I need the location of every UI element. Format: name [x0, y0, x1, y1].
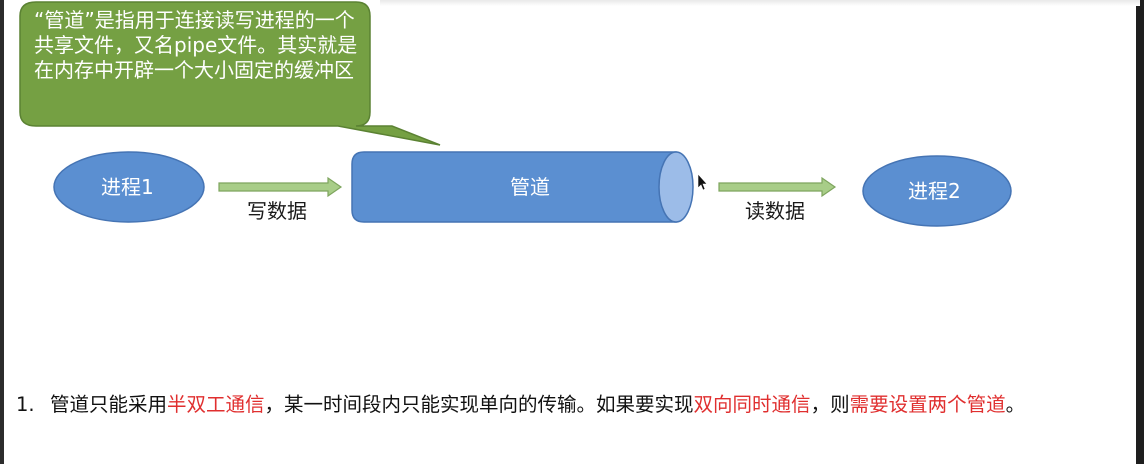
pipe-body — [351, 151, 677, 223]
process2-node — [862, 155, 1012, 227]
note-highlight-two-pipes: 需要设置两个管道 — [849, 393, 1006, 416]
mouse-cursor-icon — [697, 173, 708, 191]
top-shade — [380, 0, 1140, 6]
process1-node — [53, 151, 205, 223]
note-text-4: 。 — [1005, 393, 1026, 416]
read-arrow — [718, 176, 837, 198]
pipe-end — [658, 151, 694, 223]
note-highlight-half-duplex: 半双工通信 — [167, 393, 265, 416]
note-text-2: ，某一时间段内只能实现单向的传输。如果要实现 — [264, 393, 694, 416]
note-text-1: 管道只能采用 — [50, 393, 168, 416]
callout-text: “管道”是指用于连接读写进程的一个共享文件，又名pipe文件。其实就是在内存中开… — [34, 8, 358, 82]
pipe-label: 管道 — [510, 175, 550, 199]
note-item-1: 1. 管道只能采用半双工通信，某一时间段内只能实现单向的传输。如果要实现双向同时… — [16, 392, 1138, 418]
process2-label: 进程2 — [908, 179, 961, 203]
note-highlight-duplex: 双向同时通信 — [693, 393, 811, 416]
note-text-3: ，则 — [810, 393, 850, 416]
read-data-label: 读数据 — [745, 199, 805, 223]
write-data-label: 写数据 — [247, 199, 307, 223]
left-edge-bar — [0, 0, 4, 464]
note-body: 管道只能采用半双工通信，某一时间段内只能实现单向的传输。如果要实现双向同时通信，… — [50, 392, 1138, 418]
right-edge-bar — [1136, 0, 1144, 464]
callout-bubble — [19, 1, 441, 146]
process1-label: 进程1 — [101, 175, 154, 199]
write-arrow — [218, 176, 343, 198]
note-number: 1. — [16, 393, 35, 416]
